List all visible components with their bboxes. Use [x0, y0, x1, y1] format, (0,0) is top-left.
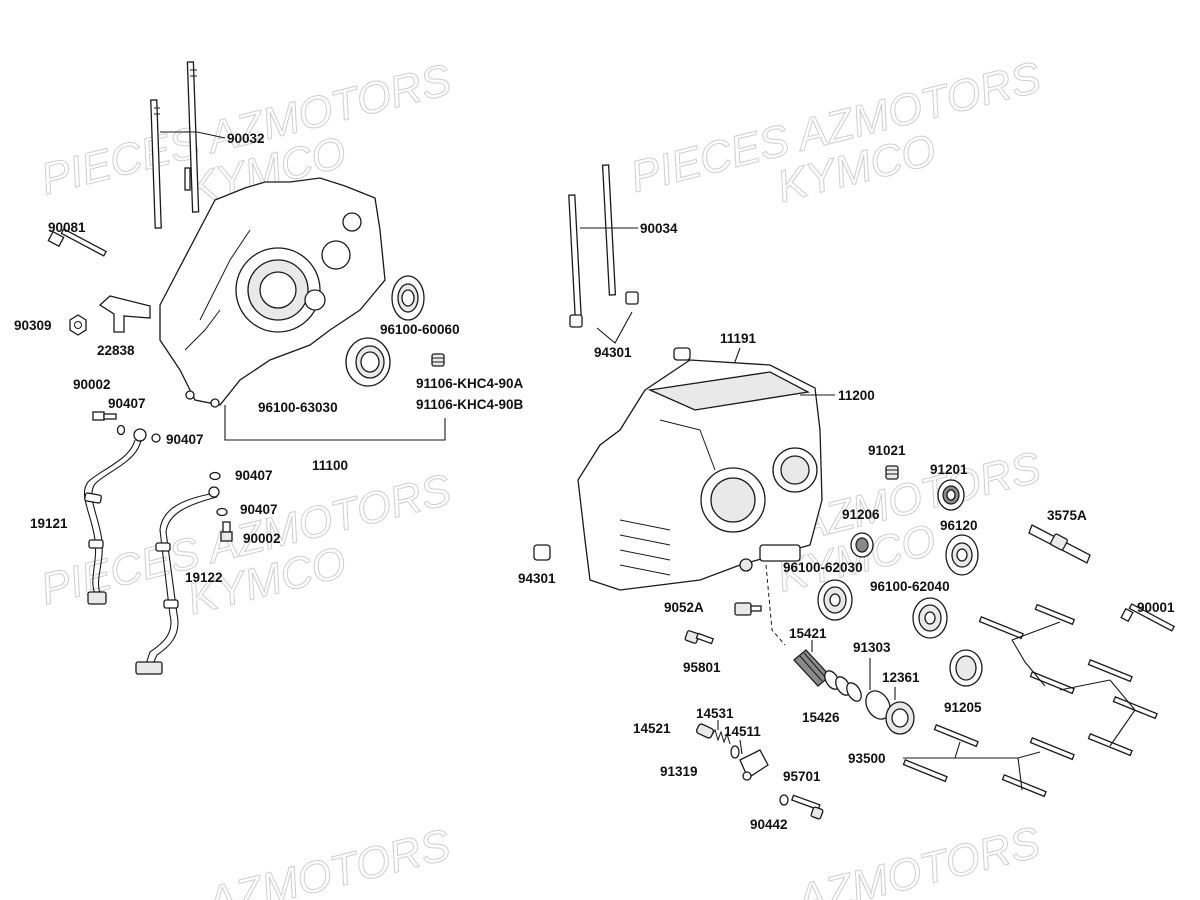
part-label-22838: 22838 — [97, 343, 135, 358]
part-label-90407: 90407 — [235, 468, 273, 483]
part-label-94301: 94301 — [518, 571, 556, 586]
stud-bolt-90032 — [150, 61, 200, 229]
part-label-11200: 11200 — [838, 388, 875, 403]
oil-pipe-19121 — [83, 428, 147, 605]
part-label-14531: 14531 — [696, 706, 734, 721]
part-label-9052A: 9052A — [664, 600, 704, 615]
part-label-96100-62030: 96100-62030 — [783, 560, 863, 575]
right-crankcase-half — [577, 359, 823, 591]
dowel-pin-94301 — [533, 544, 551, 561]
bolt-90081 — [47, 228, 108, 257]
part-label-15421: 15421 — [789, 626, 827, 641]
left-crankcase-half — [159, 167, 386, 408]
oil-pipe-19122 — [135, 486, 220, 675]
stud-bolt-90034 — [568, 164, 639, 328]
sensor-3575A — [1028, 524, 1091, 564]
dowel-pin-91021 — [885, 465, 899, 480]
bracket-22838 — [98, 295, 151, 333]
bolt-90002 — [220, 521, 233, 542]
part-label-90407: 90407 — [166, 432, 204, 447]
part-label-14521: 14521 — [633, 721, 671, 736]
bearing-91205 — [949, 649, 983, 687]
part-label-90032: 90032 — [227, 131, 265, 146]
part-label-96100-62040: 96100-62040 — [870, 579, 950, 594]
part-label-3575A: 3575A — [1047, 508, 1087, 523]
part-label-91303: 91303 — [853, 640, 891, 655]
part-label-94301: 94301 — [594, 345, 632, 360]
part-label-11191: 11191 — [720, 331, 757, 346]
bearing-96100-62040 — [912, 597, 948, 639]
part-label-91106-khc4-90a: 91106-KHC4-90A — [416, 376, 524, 391]
part-label-90034: 90034 — [640, 221, 678, 236]
part-label-91206: 91206 — [842, 507, 880, 522]
part-label-93500: 93500 — [848, 751, 886, 766]
bearing-96100-62030 — [817, 579, 853, 621]
part-label-96100-60060: 96100-60060 — [380, 322, 460, 337]
spring-14531 — [711, 728, 731, 745]
watermark-text: AZMOTORS — [199, 820, 455, 900]
tensioner-14511 — [739, 749, 769, 781]
bearing-96100-63030 — [345, 337, 391, 387]
bolt-90001 — [1120, 603, 1176, 632]
bearing-91206 — [850, 532, 874, 558]
part-label-12361: 12361 — [882, 670, 920, 685]
part-label-11100: 11100 — [312, 458, 348, 473]
part-label-95701: 95701 — [783, 769, 821, 784]
right-crankcase-group: 90034 94301 11191 11200 94301 — [518, 164, 1176, 832]
bearing-96120 — [945, 534, 979, 576]
washer-90442 — [779, 794, 789, 806]
bolt-90002 — [92, 411, 117, 421]
part-label-15426: 15426 — [802, 710, 840, 725]
part-label-90407: 90407 — [108, 396, 146, 411]
washer-90407 — [116, 424, 126, 436]
plunger-14521 — [695, 723, 715, 739]
part-label-90309: 90309 — [14, 318, 52, 333]
bolt-95701 — [790, 794, 824, 820]
part-label-90002: 90002 — [243, 531, 281, 546]
part-label-90081: 90081 — [48, 220, 86, 235]
o-ring-15426 — [824, 670, 862, 702]
part-label-90002: 90002 — [73, 377, 111, 392]
dowel-pin-94301 — [673, 347, 691, 361]
part-label-91201: 91201 — [930, 462, 968, 477]
part-label-96100-63030: 96100-63030 — [258, 400, 338, 415]
bolt-95801 — [684, 630, 715, 645]
part-label-91106-khc4-90b: 91106-KHC4-90B — [416, 397, 524, 412]
drain-bolt-9052A — [734, 602, 762, 616]
washer-90407 — [216, 507, 228, 517]
part-label-91205: 91205 — [944, 700, 982, 715]
washer-90407 — [209, 471, 221, 481]
part-label-90442: 90442 — [750, 817, 788, 832]
part-label-91021: 91021 — [868, 443, 906, 458]
part-label-90407: 90407 — [240, 502, 278, 517]
cap-12361 — [885, 701, 915, 735]
left-crankcase-group: 90032 90081 90309 22838 — [14, 61, 524, 675]
o-ring-91319 — [730, 745, 740, 759]
bearing-91201 — [937, 479, 965, 511]
oil-strainer-spring-15421 — [793, 649, 831, 687]
bolt-set-93500 — [902, 603, 1158, 798]
dowel-pin-91106 — [431, 353, 445, 367]
part-label-14511: 14511 — [724, 724, 761, 739]
washer-90407 — [151, 433, 161, 443]
part-label-19121: 19121 — [30, 516, 68, 531]
watermark-text: AZMOTORS — [789, 818, 1045, 900]
bearing-96100-60060 — [391, 275, 425, 321]
part-label-19122: 19122 — [185, 570, 223, 585]
nut-90309 — [69, 314, 87, 336]
part-label-91319: 91319 — [660, 764, 698, 779]
part-label-95801: 95801 — [683, 660, 721, 675]
part-label-90001: 90001 — [1137, 600, 1175, 615]
part-label-96120: 96120 — [940, 518, 978, 533]
